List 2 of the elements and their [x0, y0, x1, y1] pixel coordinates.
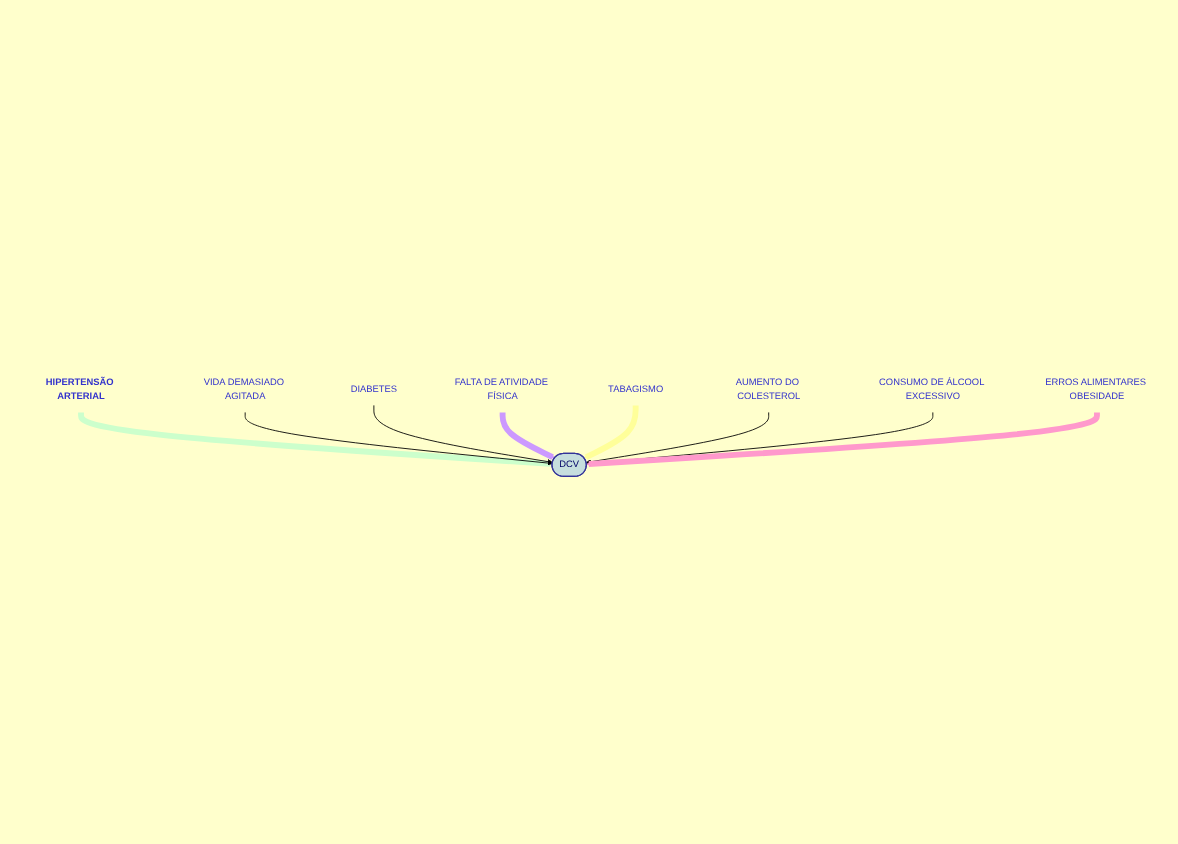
arrow [499, 412, 555, 461]
arrow [583, 405, 639, 461]
